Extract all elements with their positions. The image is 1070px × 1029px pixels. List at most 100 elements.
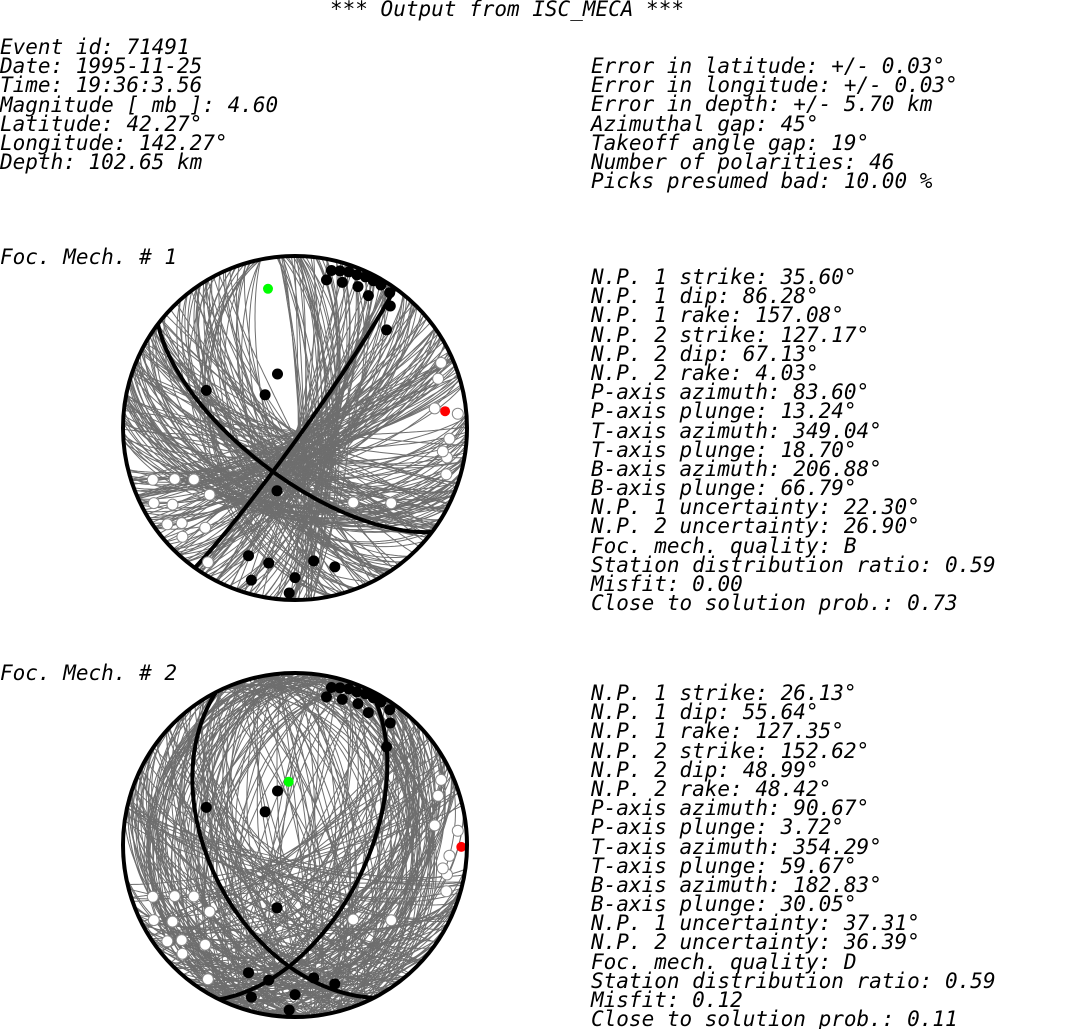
mechanism-param-line: N.P. 1 strike: 35.60° <box>591 267 996 288</box>
mechanism-param-line: Foc. mech. quality: D <box>591 951 996 972</box>
mechanism-param-value: 59.67° <box>780 853 857 878</box>
mechanism-param-value: 13.24° <box>780 399 857 424</box>
uncertainty-plane <box>239 673 308 1017</box>
dilatational-polarity-marker <box>203 488 216 501</box>
dilatational-polarity-marker <box>201 556 214 569</box>
beachball-2 <box>121 671 469 1019</box>
dilatational-polarity-marker <box>161 935 174 948</box>
error-info-label: Error in longitude: <box>591 73 844 98</box>
mechanism-param-label: N.P. 2 dip: <box>591 341 743 366</box>
uncertainty-plane <box>275 673 317 1017</box>
mechanism-param-value: 3.72° <box>780 815 844 840</box>
compressional-polarity-marker <box>259 389 271 401</box>
mechanism-param-line: Station distribution ratio: 0.59 <box>591 554 996 575</box>
uncertainty-plane <box>252 677 336 1013</box>
mechanism-param-line: N.P. 2 strike: 127.17° <box>591 324 996 345</box>
event-info-value: 19:36:3.56 <box>75 73 203 98</box>
uncertainty-plane <box>234 673 302 1017</box>
event-info-value: 102.65 km <box>88 150 203 175</box>
uncertainty-plane <box>209 260 334 597</box>
dilatational-polarity-marker <box>440 468 453 481</box>
uncertainty-planes <box>124 673 466 1017</box>
event-info-value: 142.27° <box>139 130 228 155</box>
error-info-value: +/- 0.03° <box>843 73 958 98</box>
mechanism-param-value: 83.60° <box>793 380 870 405</box>
error-info-line: Error in longitude: +/- 0.03° <box>591 73 958 98</box>
error-info-label: Number of polarities: <box>591 149 870 174</box>
t-axis-marker <box>283 776 294 787</box>
mechanism-param-line: N.P. 2 dip: 67.13° <box>591 341 996 366</box>
compressional-polarity-marker <box>243 967 254 979</box>
mechanism-param-value: 157.08° <box>755 303 844 328</box>
uncertainty-plane <box>123 417 467 458</box>
uncertainty-plane <box>132 785 457 975</box>
event-info-line: Magnitude [ mb ]: 4.60 <box>0 92 279 117</box>
focal-mechanism-1-params: N.P. 1 strike: 35.60°N.P. 1 dip: 86.28°N… <box>591 267 996 614</box>
compressional-polarity-marker <box>272 368 283 380</box>
mechanism-param-label: N.P. 1 rake: <box>591 719 756 744</box>
p-axis-marker <box>456 841 467 852</box>
uncertainty-plane <box>126 807 463 885</box>
event-info-line: Longitude: 142.27° <box>0 130 278 155</box>
error-info-label: Error in depth: <box>591 92 794 117</box>
error-info-label: Picks presumed bad: <box>591 169 844 194</box>
uncertainty-plane <box>217 690 372 1000</box>
uncertainty-plane <box>153 329 436 528</box>
compressional-polarity-marker <box>200 801 212 813</box>
uncertainty-plane <box>133 783 456 931</box>
error-info-label: Azimuthal gap: <box>591 111 781 136</box>
mechanism-param-line: Close to solution prob.: 0.11 <box>591 1007 996 1029</box>
mechanism-param-label: Misfit: <box>591 572 693 596</box>
uncertainty-plane <box>124 402 466 465</box>
compressional-polarity-marker <box>336 276 348 288</box>
mechanism-param-line: B-axis plunge: 30.05° <box>591 894 996 915</box>
uncertainty-plane <box>157 323 433 533</box>
mechanism-param-value: 22.30° <box>843 495 920 520</box>
compressional-polarity-marker <box>308 972 320 984</box>
focal-mechanism-1-label: Foc. Mech. # 1 <box>0 245 178 269</box>
mechanism-param-label: N.P. 1 strike: <box>591 681 781 705</box>
compressional-polarity-marker <box>289 572 301 584</box>
uncertainty-plane <box>208 278 382 578</box>
dilatational-polarity-marker <box>187 890 200 903</box>
error-info-value: 19° <box>831 130 870 155</box>
error-info-value: +/- 5.70 km <box>793 92 933 117</box>
uncertainty-plane <box>226 673 312 1017</box>
uncertainty-plane <box>151 748 438 942</box>
mechanism-param-value: 0.12 <box>692 988 743 1012</box>
dilatational-polarity-marker <box>176 947 189 960</box>
mechanism-param-line: B-axis plunge: 66.79° <box>591 476 996 501</box>
dilatational-polarity-marker <box>443 849 456 862</box>
event-info-value: 4.60 <box>227 92 279 117</box>
uncertainty-plane <box>160 737 430 953</box>
compressional-polarity-marker <box>352 281 364 293</box>
mechanism-param-line: P-axis plunge: 3.72° <box>591 815 996 840</box>
uncertainty-plane <box>128 801 462 899</box>
uncertainty-plane <box>123 406 466 478</box>
beachball-outline <box>121 671 469 1019</box>
dilatational-polarity-marker <box>146 890 159 903</box>
uncertainty-plane <box>174 304 416 552</box>
event-info-line: Time: 19:36:3.56 <box>0 73 278 98</box>
error-info-line: Error in depth: +/- 5.70 km <box>591 92 958 117</box>
uncertainty-plane <box>226 680 348 1010</box>
uncertainty-plane <box>133 367 457 490</box>
mechanism-param-label: N.P. 1 uncertainty: <box>591 911 844 936</box>
mechanism-param-value: 152.62° <box>780 738 870 763</box>
uncertainty-plane <box>261 259 329 598</box>
dilatational-polarity-marker <box>436 862 449 875</box>
compressional-polarity-marker <box>334 682 346 694</box>
mechanism-param-label: B-axis plunge: <box>591 476 781 501</box>
dilatational-polarity-marker <box>166 498 179 511</box>
uncertainty-plane <box>206 280 384 577</box>
mechanism-param-value: 0.11 <box>907 1007 958 1029</box>
uncertainty-plane <box>156 325 434 532</box>
uncertainty-plane <box>209 695 434 1002</box>
mechanism-param-value: 26.13° <box>780 681 857 705</box>
dilatational-polarity-marker <box>175 517 188 530</box>
compressional-polarity-marker <box>243 550 254 562</box>
uncertainty-plane <box>274 673 314 1017</box>
mechanism-param-value: 0.59 <box>945 968 996 993</box>
uncertainty-plane <box>187 286 393 571</box>
